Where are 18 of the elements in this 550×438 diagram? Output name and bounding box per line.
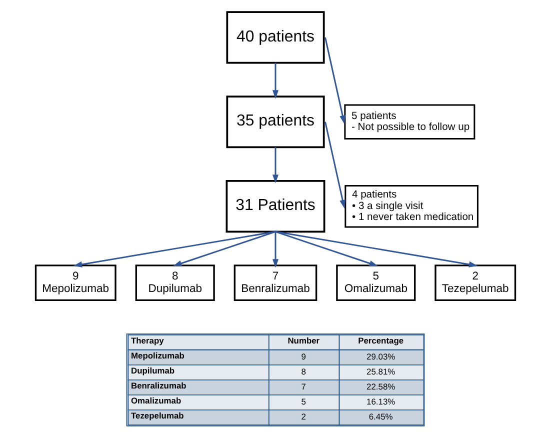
label: Tezepelumab [130,410,184,421]
label: 8 [300,366,306,376]
label: Number [287,336,320,346]
label: 9 [300,351,306,362]
label: 2 [300,412,306,422]
label: 25.81% [366,366,395,376]
label: 22.58% [366,381,395,392]
label: 7 [300,381,306,392]
label: Omalizumab [130,396,181,406]
label: Benralizumab [130,380,186,391]
label: 16.13% [366,396,395,407]
label: 6.45% [368,412,392,422]
label: 29.03% [366,351,395,362]
label: 5 [300,396,306,407]
label: Percentage [358,336,404,346]
label: Therapy [130,336,164,346]
label: Mepolizumab [130,350,184,361]
label: Dupilumab [130,366,174,376]
